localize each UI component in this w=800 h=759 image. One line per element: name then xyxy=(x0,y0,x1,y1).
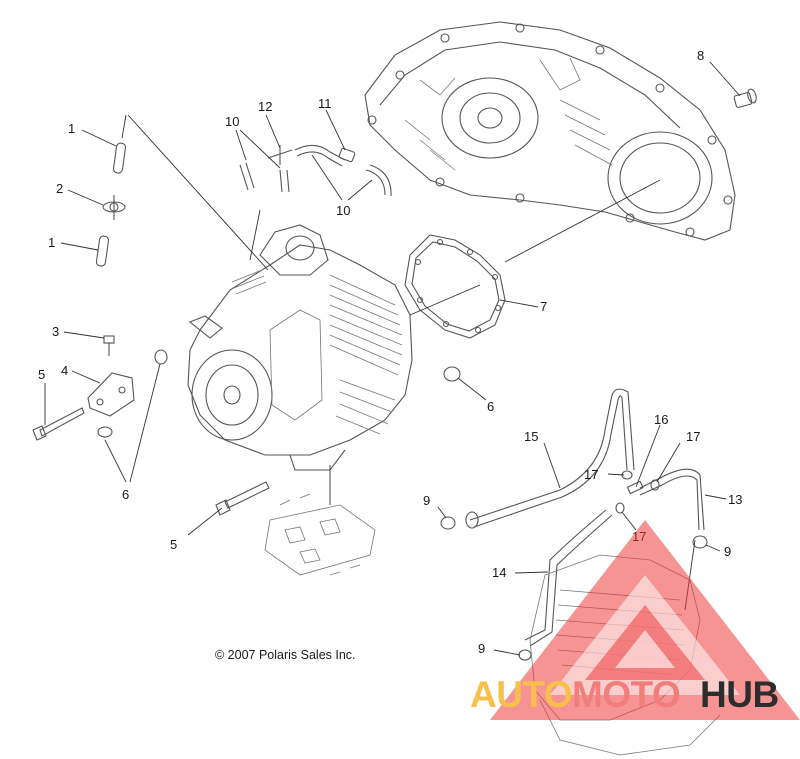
callout-13: 13 xyxy=(728,492,743,507)
engine-mount-plate-drawing xyxy=(264,493,376,576)
callout-11: 11 xyxy=(318,96,332,111)
callout-10-lower: 10 xyxy=(336,203,351,218)
watermark-triangle-icon xyxy=(490,520,800,720)
part-8-plug-drawing xyxy=(733,88,757,108)
watermark-word-moto: MOTO xyxy=(572,674,681,715)
callout-1-upper: 1 xyxy=(68,121,76,136)
callout-14: 14 xyxy=(492,565,507,580)
callout-8: 8 xyxy=(697,48,705,63)
callout-10-upper: 10 xyxy=(225,114,240,129)
automotohub-watermark: AUTO MOTO HUB xyxy=(470,520,800,759)
callout-leader-lines xyxy=(44,61,741,656)
callout-16: 16 xyxy=(654,412,669,427)
callout-1-lower: 1 xyxy=(48,235,56,250)
part-2-breather-valve xyxy=(102,195,126,220)
part-5-long-bolt-lower xyxy=(215,481,270,516)
part-6-grommet-left xyxy=(97,349,168,438)
part-3-bolt xyxy=(103,335,115,356)
callout-5-lower: 5 xyxy=(170,537,178,552)
part-6-grommet-right xyxy=(443,366,461,382)
callout-12: 12 xyxy=(258,99,273,114)
watermark-word-auto: AUTO xyxy=(470,674,573,715)
watermark-word-hub: HUB xyxy=(700,674,779,715)
callout-7: 7 xyxy=(540,299,548,314)
breather-hoses-top xyxy=(239,144,392,197)
callout-2: 2 xyxy=(56,181,64,196)
part-5-long-bolt-left xyxy=(32,407,85,441)
callout-9-right: 9 xyxy=(724,544,732,559)
breather-hoses-right xyxy=(440,388,708,661)
part-4-bracket xyxy=(87,372,135,417)
callout-3: 3 xyxy=(52,324,60,339)
callout-17-right: 17 xyxy=(686,429,701,444)
callout-9-left: 9 xyxy=(423,493,431,508)
part-1-pin-upper xyxy=(112,142,127,174)
callout-6-left: 6 xyxy=(122,487,130,502)
callout-4: 4 xyxy=(61,363,69,378)
callout-15: 15 xyxy=(524,429,539,444)
transmission-cover-drawing xyxy=(364,21,736,241)
engine-block-drawing xyxy=(187,224,413,471)
part-1-pin-lower xyxy=(95,235,110,267)
copyright-notice: © 2007 Polaris Sales Inc. xyxy=(215,648,356,662)
callout-9-bottom: 9 xyxy=(478,641,486,656)
part-7-gasket-drawing xyxy=(404,234,506,339)
callout-6-right: 6 xyxy=(487,399,495,414)
callout-17-left: 17 xyxy=(584,467,599,482)
callout-5-left: 5 xyxy=(38,367,46,382)
